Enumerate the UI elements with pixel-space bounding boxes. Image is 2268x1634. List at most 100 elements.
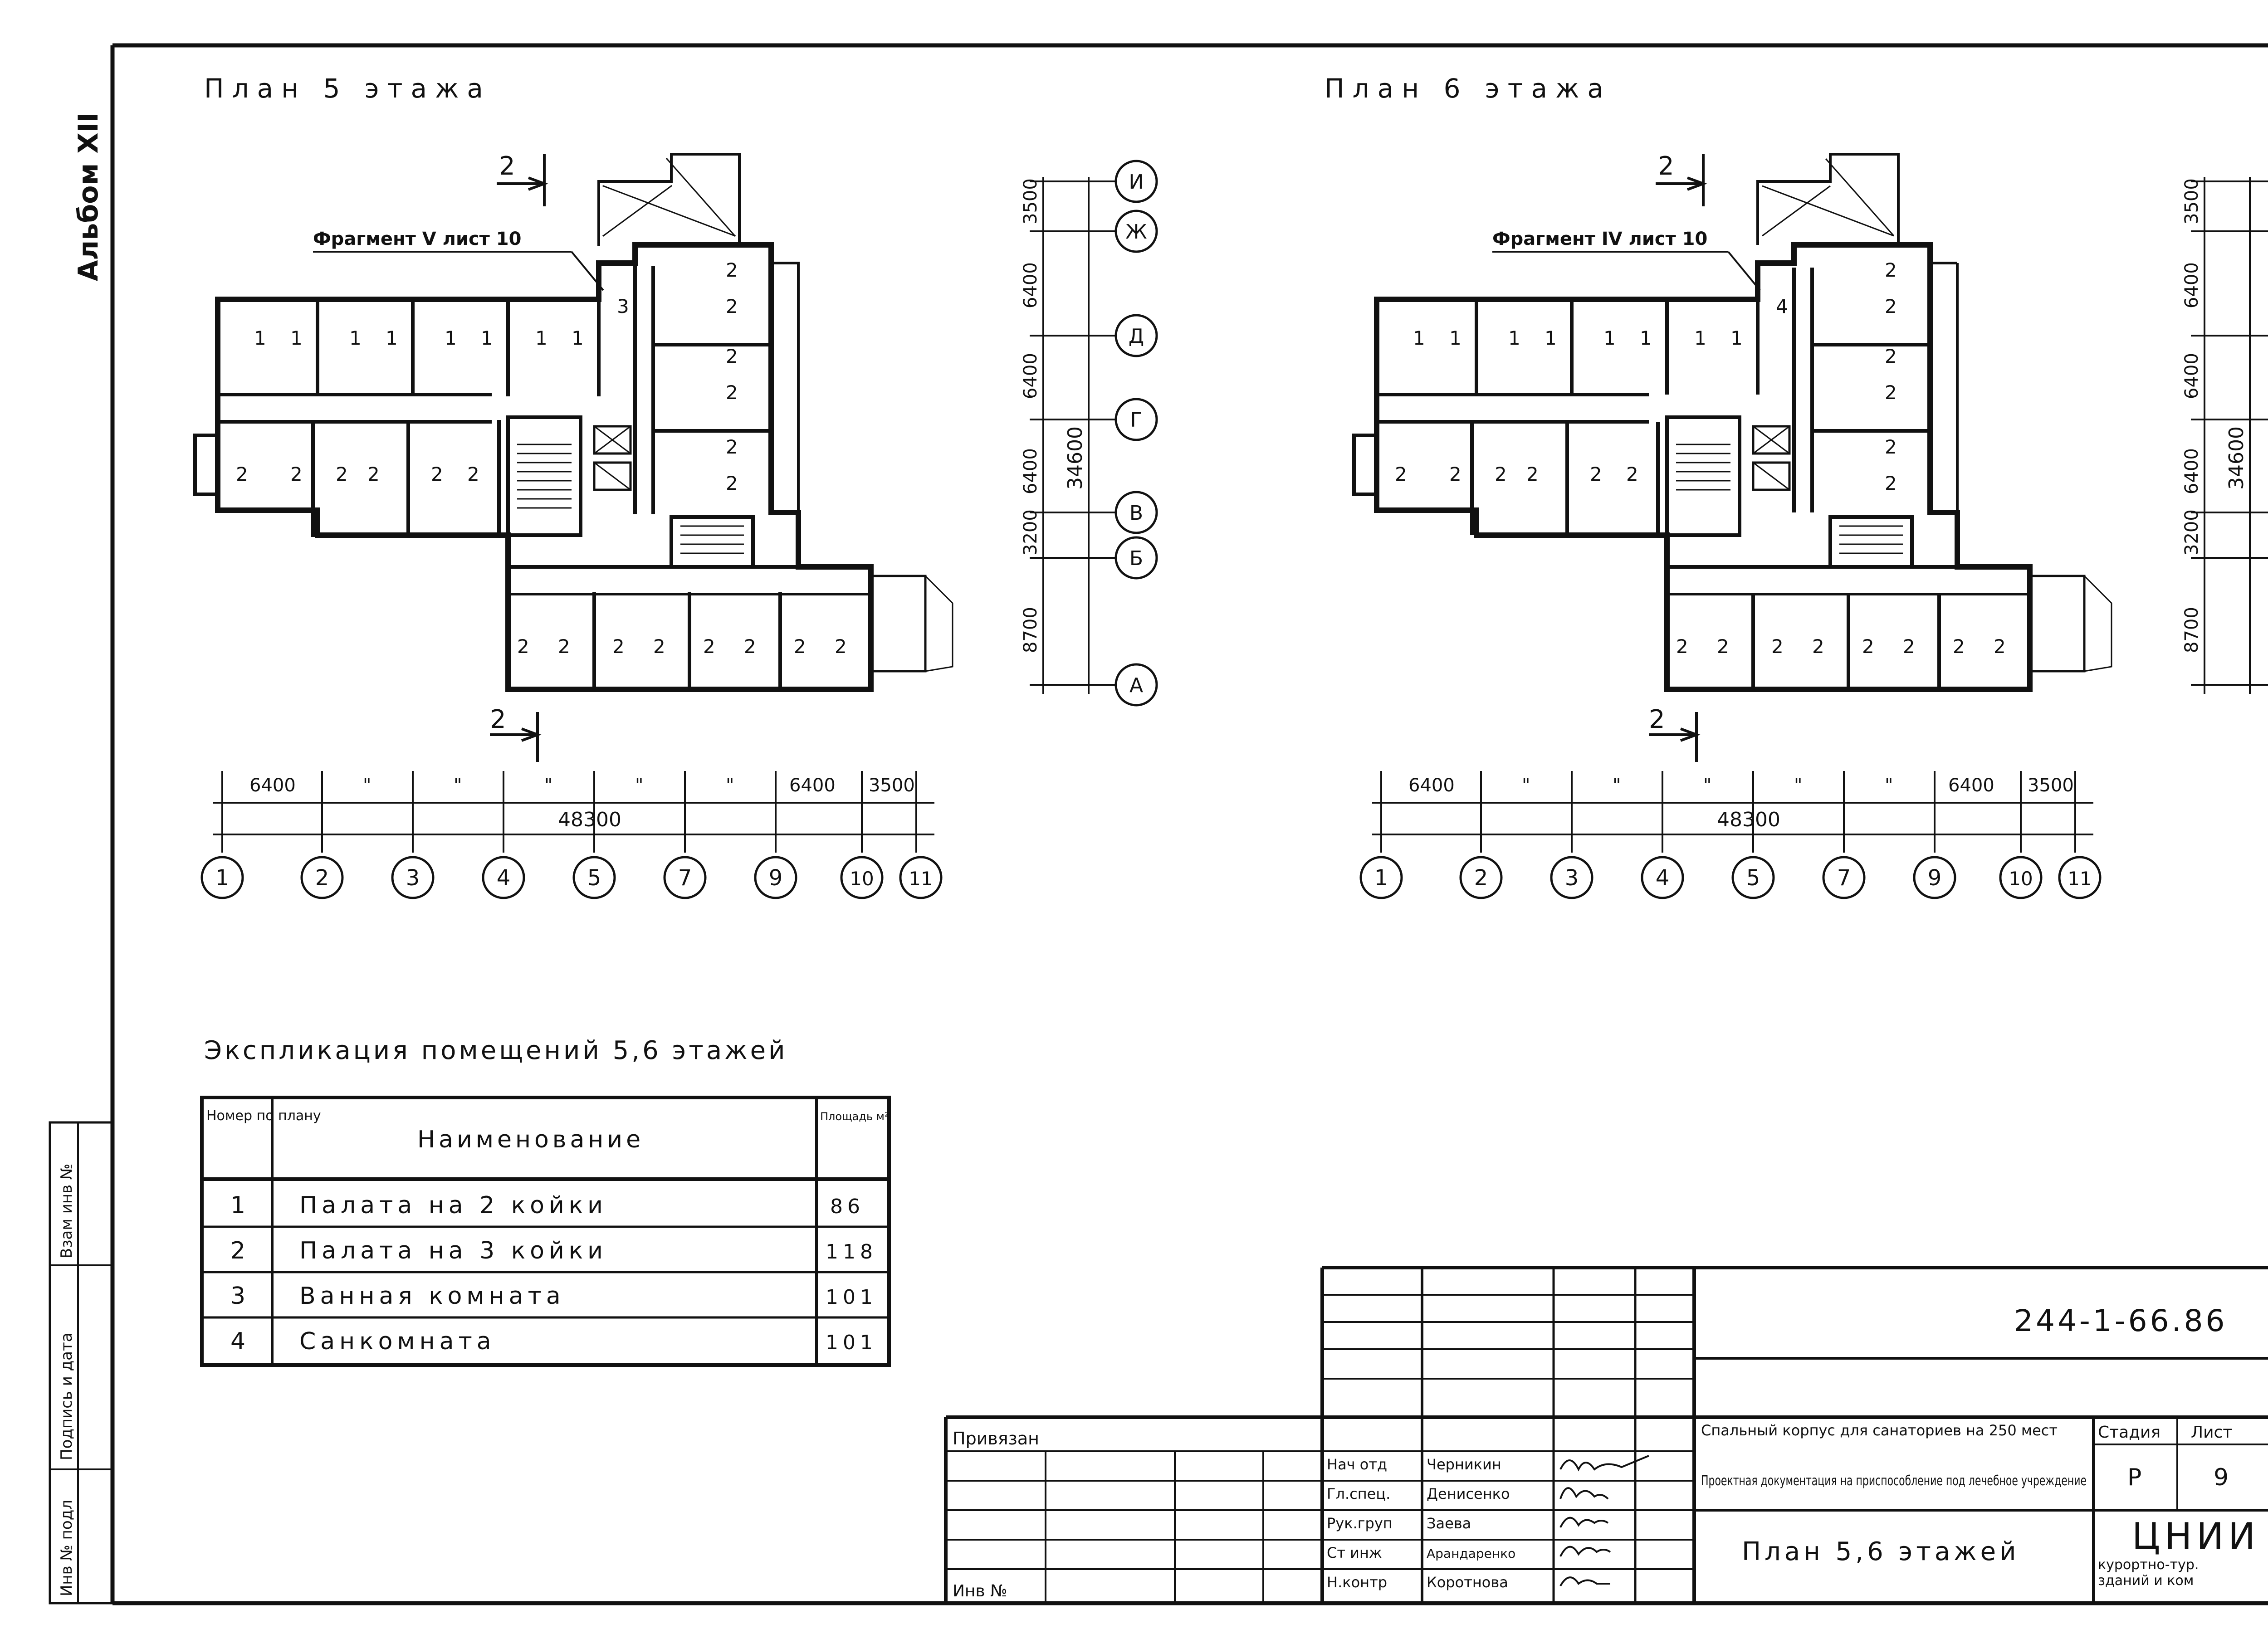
room-number: 2 [1526,463,1539,485]
section-mark-bottom [1649,712,1701,762]
row-number: 1 [230,1192,250,1219]
dim-value: 6400 [1020,262,1041,308]
svg-text:А: А [1129,674,1143,697]
room-number: 4 [1776,295,1788,317]
explication-title: Экспликация помещений 5,6 этажей [204,1036,787,1065]
room-number: 2 [726,345,738,367]
axis-bubble: 2 [1459,856,1503,899]
room-number: 2 [1885,259,1897,281]
room-number: 2 [1885,345,1897,367]
section-mark-top [497,154,548,206]
staircase-hatch [517,444,744,554]
room-number: 2 [1449,463,1461,485]
organization: ЦНИИ [2132,1515,2260,1557]
handwritten-signatures [1559,1455,1649,1587]
svg-text:7: 7 [678,865,692,891]
svg-text:В: В [1129,502,1143,525]
room-number: 2 [653,635,665,658]
room-number: 2 [431,463,443,485]
project-title: Спальный корпус для санаториев на 250 ме… [1701,1422,2058,1439]
room-number: 2 [1953,635,1965,658]
table-row: 2 Палата на 3 койки 118 [230,1237,873,1264]
dim-value: 6400 [2181,262,2202,308]
dim-value: 6400 [1020,448,1041,494]
dim-value: 3500 [2028,775,2074,796]
signature-role: Н.контр [1327,1574,1387,1591]
axis-bubbles-bottom: 1 2 3 4 5 7 9 10 11 [1359,856,2102,899]
table-row: 1 Палата на 2 койки 86 [230,1192,860,1219]
dim-value: " [1703,775,1711,796]
signature-role: Ст инж [1327,1544,1382,1561]
room-number: 2 [1771,635,1784,658]
room-number: 2 [835,635,847,658]
axis-bubble: 11 [2058,856,2102,899]
signature-row: Рук.груп Заева [1327,1515,1471,1532]
sheet-label: Лист [2191,1423,2232,1442]
svg-text:11: 11 [2068,868,2092,890]
dim-value: 6400 [2181,448,2202,494]
dim-value: " [1613,775,1621,796]
explication-header: Номер по плану Наименование Площадь м² [206,1108,889,1153]
dim-total: 34600 [1064,426,1087,490]
room-number: 2 [744,635,756,658]
dim-value: 6400 [1020,353,1041,399]
fragment-note: Фрагмент V лист 10 [313,229,521,249]
row-name: Ванная комната [299,1283,565,1310]
axis-bubbles-right: И Ж Д Г В Б А [1114,160,1158,707]
room-number: 2 [703,635,715,658]
room-number: 2 [1885,295,1897,317]
row-name: Палата на 2 койки [299,1192,607,1219]
dim-value: " [1794,775,1802,796]
room-number: 2 [794,635,806,658]
svg-text:10: 10 [850,868,874,890]
svg-text:И: И [1129,171,1144,194]
room-number: 2 [1885,472,1897,494]
axis-bubble: 3 [1550,856,1593,899]
axis-bubble: 1 [200,856,244,899]
signature-role: Нач отд [1327,1456,1387,1473]
header-area: Площадь м² [820,1110,889,1123]
room-numbers: 1 1 1 1 1 1 1 1 2 2 2 2 2 2 2 2 2 2 2 2 … [236,259,847,658]
room-numbers: 1 1 1 1 1 1 1 1 2 2 2 2 2 2 2 2 2 2 2 2 … [1395,259,2006,658]
section-mark-top [1656,154,1707,206]
axis-bubble: 7 [663,856,707,899]
svg-text:5: 5 [1746,865,1760,891]
side-stamp: Инв № подл Подпись и дата Взам инв № [58,1164,76,1596]
svg-text:2: 2 [315,865,329,891]
signature-role: Рук.груп [1327,1515,1393,1532]
room-number: 1 [1730,327,1743,349]
dimension-chain-bottom [1372,771,2093,853]
svg-text:1: 1 [1374,865,1388,891]
signatures: Нач отд Черникин Гл.спец. Денисенко Рук.… [1327,1456,1515,1591]
row-number: 3 [230,1283,250,1310]
room-number: 2 [336,463,348,485]
svg-text:3: 3 [1565,865,1579,891]
room-number: 2 [1676,635,1688,658]
axis-bubble: 3 [391,856,435,899]
header-number: Номер по плану [206,1108,321,1124]
dimension-values-right: 3500 6400 6400 6400 3200 8700 34600 [1020,178,1087,653]
svg-text:5: 5 [587,865,601,891]
dim-value: " [1522,775,1530,796]
attached-label: Привязан [953,1429,1039,1449]
room-number: 2 [612,635,625,658]
dim-total: 48300 [1717,808,1780,831]
dim-value: " [363,775,371,796]
dim-value: 6400 [1408,775,1455,796]
axis-bubble: И [1114,160,1158,203]
signature-role: Гл.спец. [1327,1485,1390,1502]
album-label: Альбом XII [73,112,104,281]
room-number: 2 [367,463,380,485]
dim-value: " [726,775,734,796]
room-number: 2 [1626,463,1638,485]
room-number: 1 [1694,327,1706,349]
room-number: 2 [517,635,529,658]
row-number: 2 [230,1237,250,1264]
room-number: 2 [1495,463,1507,485]
svg-text:1: 1 [215,865,230,891]
explication: Экспликация помещений 5,6 этажей Номер п… [200,1036,891,1367]
dimension-chain-right [1030,177,1116,694]
room-number: 2 [1885,381,1897,404]
project-subtitle: Проектная документация на приспособление… [1701,1473,2087,1489]
room-number: 1 [1603,327,1616,349]
